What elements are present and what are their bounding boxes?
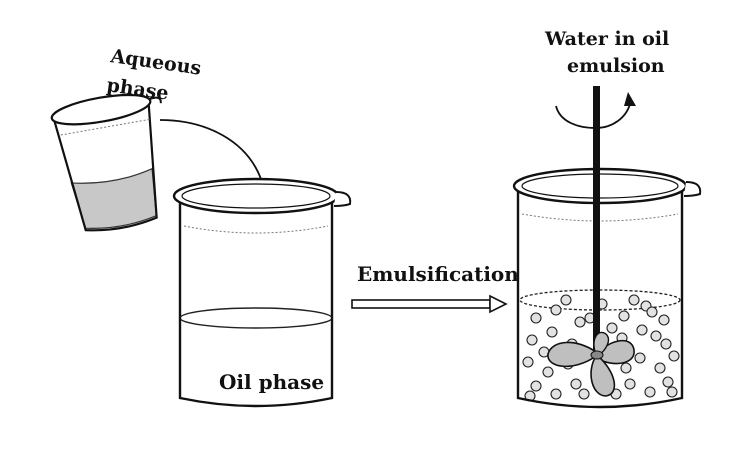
droplet-icon bbox=[668, 350, 680, 362]
oil-phase-label: Oil phase bbox=[219, 370, 324, 394]
droplet-icon bbox=[658, 314, 670, 326]
droplet-icon bbox=[530, 312, 542, 324]
emulsification-label: Emulsification bbox=[357, 262, 519, 286]
small-beaker-icon bbox=[50, 93, 162, 232]
droplet-icon bbox=[526, 334, 538, 346]
droplet-icon bbox=[618, 310, 630, 322]
droplet-icon bbox=[654, 362, 666, 374]
droplet-icon bbox=[550, 388, 562, 400]
droplet-icon bbox=[560, 294, 572, 306]
droplet-icon bbox=[666, 386, 678, 398]
emulsion-label-line2: emulsion bbox=[567, 55, 665, 77]
droplet-icon bbox=[550, 304, 562, 316]
droplet-icon bbox=[634, 352, 646, 364]
droplet-icon bbox=[570, 378, 582, 390]
droplet-icon bbox=[662, 376, 674, 388]
droplet-icon bbox=[606, 322, 618, 334]
emulsion-label-line1: Water in oil bbox=[544, 28, 669, 50]
droplet-icon bbox=[578, 388, 590, 400]
droplet-icon bbox=[624, 378, 636, 390]
droplet-icon bbox=[530, 380, 542, 392]
process-arrow bbox=[351, 294, 508, 314]
droplet-icon bbox=[646, 306, 658, 318]
aqueous-phase-label-line1: Aqueous bbox=[108, 45, 202, 80]
large-beaker-icon bbox=[172, 177, 352, 408]
droplet-icon bbox=[546, 326, 558, 338]
droplet-icon bbox=[660, 338, 672, 350]
droplet-icon bbox=[636, 324, 648, 336]
droplet-icon bbox=[628, 294, 640, 306]
pour-arrow bbox=[159, 119, 263, 183]
oil-liquid-surface bbox=[179, 307, 333, 329]
droplet-icon bbox=[620, 362, 632, 374]
droplet-icon bbox=[650, 330, 662, 342]
rotation-arrow-icon bbox=[555, 92, 636, 129]
droplet-icon bbox=[542, 366, 554, 378]
impeller-icon bbox=[547, 331, 635, 397]
droplet-icon bbox=[574, 316, 586, 328]
stirrer-icon bbox=[593, 86, 600, 354]
droplet-icon bbox=[644, 386, 656, 398]
droplet-icon bbox=[522, 356, 534, 368]
